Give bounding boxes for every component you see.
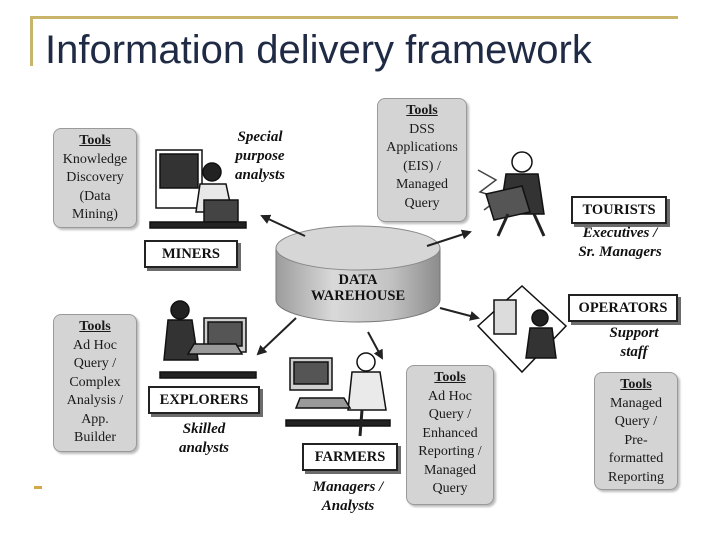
tool-line: (EIS) / <box>403 158 441 174</box>
tool-line: Knowledge <box>62 151 128 167</box>
tool-line: Managed <box>395 177 449 192</box>
arrow-to-farmers <box>367 331 383 360</box>
tourists-caption: Executives / Sr. Managers <box>566 224 674 262</box>
caption-line: Managers / <box>312 479 384 495</box>
operators-tools-box: Tools Managed Query / Pre- formatted Rep… <box>594 372 678 490</box>
tourists-label: TOURISTS <box>571 196 667 224</box>
operators-caption: Support staff <box>586 324 682 362</box>
arrow-to-explorers <box>256 317 297 356</box>
tool-line: Query <box>404 195 440 211</box>
caption-line: Support <box>609 325 659 341</box>
tools-heading: Tools <box>406 103 438 118</box>
miners-tools-box: Tools Knowledge Discovery (Data Mining) <box>53 128 137 228</box>
tool-line: Mining) <box>72 207 118 222</box>
tool-line: DSS <box>409 121 435 137</box>
tools-heading: Tools <box>434 370 466 385</box>
operators-label: OPERATORS <box>568 294 678 322</box>
warehouse-line: WAREHOUSE <box>310 288 406 304</box>
farmers-caption: Managers / Analysts <box>298 478 398 516</box>
tool-line: Managed <box>609 395 663 411</box>
slide-bullet-marker <box>34 486 42 489</box>
caption-line: analysts <box>178 440 229 456</box>
tool-line: Ad Hoc <box>428 388 472 404</box>
tool-line: Builder <box>74 430 116 445</box>
tool-line: App. <box>81 411 109 427</box>
tool-line: Ad Hoc <box>73 337 117 353</box>
caption-line: Sr. Managers <box>578 244 662 260</box>
farmers-tools-box: Tools Ad Hoc Query / Enhanced Reporting … <box>406 365 494 505</box>
arrow-to-tourists <box>426 229 472 247</box>
miners-label: MINERS <box>144 240 238 268</box>
caption-line: purpose <box>235 148 285 164</box>
data-warehouse-label: DATA WAREHOUSE <box>288 272 428 304</box>
delivery-arrows <box>256 214 480 360</box>
caption-line: Special <box>237 129 283 145</box>
tool-line: Analysis / <box>66 393 124 408</box>
tool-line: Enhanced <box>422 425 478 441</box>
tools-heading: Tools <box>620 377 652 392</box>
tool-line: formatted <box>608 451 664 466</box>
analyst-terminal-icon <box>285 352 391 437</box>
explorers-caption: Skilled analysts <box>164 420 244 458</box>
arrow-to-operators <box>439 307 480 321</box>
title-frame-vertical <box>30 16 33 66</box>
title-frame-horizontal <box>30 16 678 19</box>
caption-line: Executives / <box>582 225 658 241</box>
explorers-label: EXPLORERS <box>148 386 260 414</box>
analyst-terminal-icon <box>159 300 257 379</box>
tool-line: Pre- <box>624 432 648 448</box>
caption-line: analysts <box>234 167 285 183</box>
tool-line: Reporting <box>608 469 664 485</box>
analyst-workstation-icon <box>149 149 247 229</box>
tool-line: Discovery <box>66 170 124 185</box>
tool-line: (Data <box>79 188 111 204</box>
caption-line: Skilled <box>182 421 226 437</box>
caption-line: staff <box>620 344 648 360</box>
tool-line: Query / <box>73 356 117 371</box>
tool-line: Complex <box>69 374 121 390</box>
tool-line: Query / <box>428 407 472 422</box>
tool-line: Reporting / <box>418 444 482 459</box>
tourists-tools-box: Tools DSS Applications (EIS) / Managed Q… <box>377 98 467 222</box>
operator-display-icon <box>476 284 568 374</box>
tool-line: Applications <box>386 140 458 155</box>
arrow-to-miners <box>260 214 306 237</box>
tools-heading: Tools <box>79 133 111 148</box>
warehouse-line: DATA <box>338 272 378 288</box>
farmers-label: FARMERS <box>302 443 398 471</box>
caption-line: Analysts <box>321 498 375 514</box>
miners-caption: Special purpose analysts <box>220 128 300 185</box>
executive-laptop-icon <box>477 151 546 237</box>
page-title: Information delivery framework <box>45 28 592 72</box>
tool-line: Query <box>432 481 468 496</box>
tool-line: Managed <box>423 462 477 478</box>
database-cylinder-icon <box>275 225 441 323</box>
explorers-tools-box: Tools Ad Hoc Query / Complex Analysis / … <box>53 314 137 452</box>
tool-line: Query / <box>614 414 658 429</box>
tools-heading: Tools <box>79 319 111 334</box>
